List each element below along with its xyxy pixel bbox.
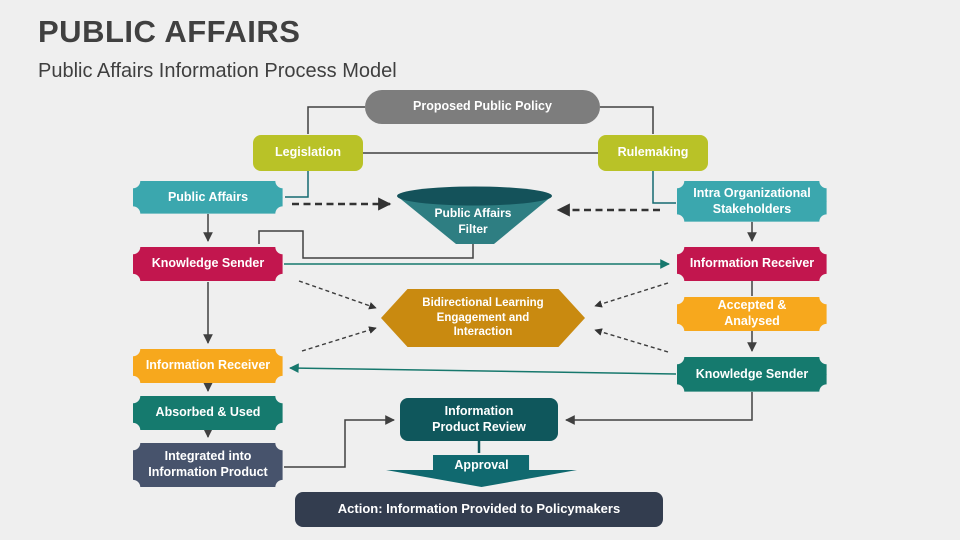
dashed-arrow-knowledge-sender-left-to-hexagon [298, 280, 377, 310]
node-knowledge-sender-left: Knowledge Sender [133, 247, 283, 281]
node-information-receiver-left: Information Receiver [133, 349, 283, 383]
line-policy-to-legislation [307, 106, 365, 134]
dashed-arrow-knowledge-sender-right-to-hexagon [594, 328, 669, 353]
node-accepted-analysed: Accepted & Analysed [677, 297, 827, 331]
node-intra-organizational-stakeholders: Intra Organizational Stakeholders [677, 181, 827, 222]
arrow-integrated-to-review [284, 415, 395, 468]
node-knowledge-sender-right: Knowledge Sender [677, 357, 827, 392]
node-proposed-public-policy: Proposed Public Policy [365, 90, 600, 124]
funnel-body [397, 196, 552, 244]
node-public-affairs-filter: Public Affairs Filter [434, 206, 512, 236]
node-legislation: Legislation [253, 135, 363, 171]
node-bidirectional-learning: Bidirectional Learning Engagement and In… [381, 289, 585, 347]
funnel-rim [397, 186, 552, 206]
node-information-product-review: Information Product Review [400, 398, 558, 441]
page-title: PUBLIC AFFAIRS [38, 14, 301, 49]
node-information-receiver-right: Information Receiver [677, 247, 827, 281]
node-integrated-into-information-product: Integrated into Information Product [133, 443, 283, 487]
arrow-knowledge-sender-to-review [565, 392, 753, 425]
arrow-knowledge-sender-right-to-information-receiver-left [289, 363, 677, 375]
line-rulemaking-to-stakeholders [652, 171, 676, 204]
node-public-affairs: Public Affairs [133, 181, 283, 214]
dashed-arrow-information-receiver-right-to-hexagon [594, 282, 669, 308]
line-filter-to-knowledge-sender [258, 230, 474, 259]
node-rulemaking: Rulemaking [598, 135, 708, 171]
node-absorbed-used: Absorbed & Used [133, 396, 283, 430]
dashed-arrow-information-receiver-left-to-hexagon [301, 326, 377, 352]
page-subtitle: Public Affairs Information Process Model [38, 60, 397, 82]
line-legislation-to-public-affairs [285, 171, 309, 198]
funnel-shape [397, 186, 552, 244]
node-action-information-provided: Action: Information Provided to Policyma… [295, 492, 663, 527]
line-policy-to-rulemaking [600, 106, 654, 134]
